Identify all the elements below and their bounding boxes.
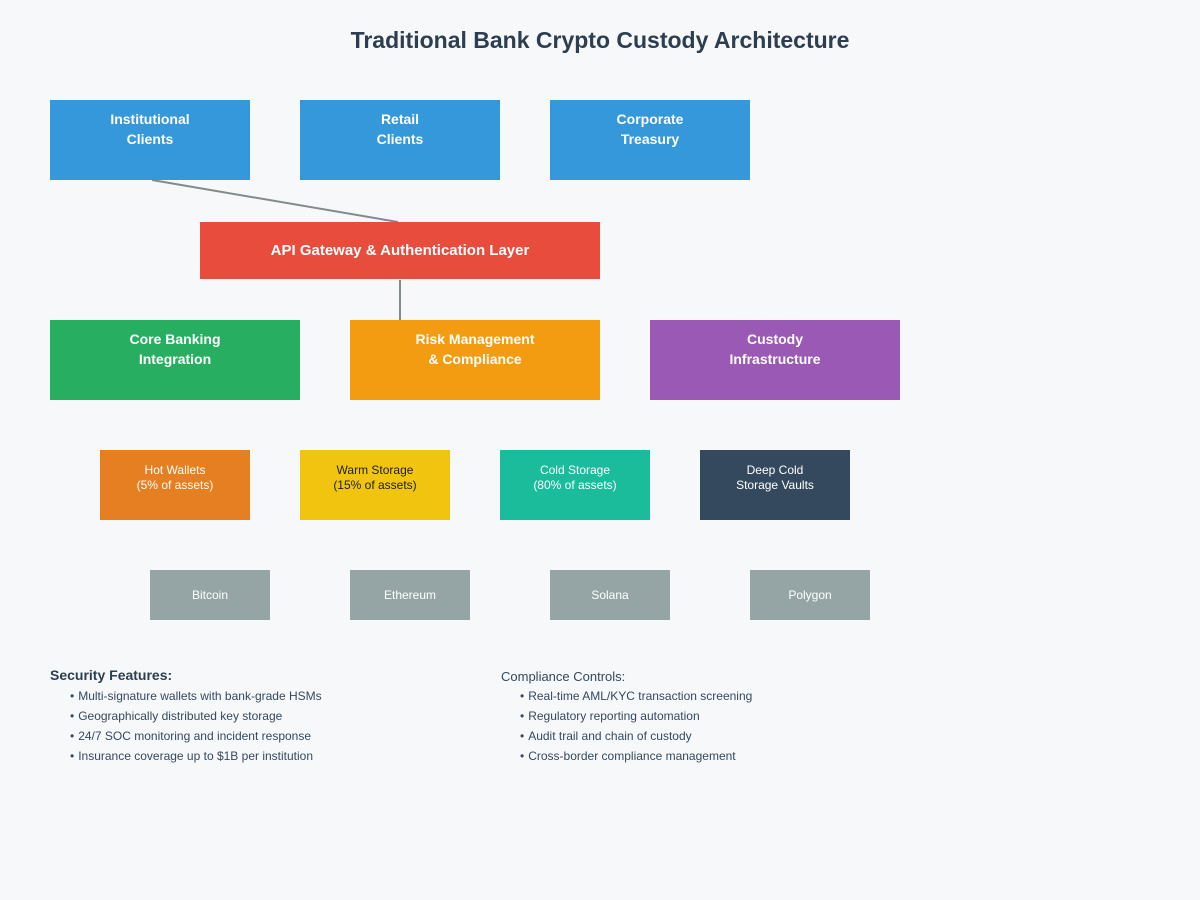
client-box-label-line2: Clients: [376, 131, 424, 147]
security-feature-item: •Geographically distributed key storage: [70, 706, 322, 726]
storage-box-warm-storage: Warm Storage (15% of assets): [300, 450, 450, 520]
compliance-control-item: •Audit trail and chain of custody: [520, 726, 752, 746]
security-feature-item: •24/7 SOC monitoring and incident respon…: [70, 726, 322, 746]
client-box-label-line2: Clients: [126, 131, 174, 147]
service-box-label-line1: Core Banking: [129, 331, 221, 347]
security-features-heading: Security Features:: [50, 667, 173, 683]
storage-box-label-line1: Hot Wallets: [144, 463, 206, 477]
service-box-label-line2: Integration: [138, 351, 212, 367]
service-box-custody-infrastructure: Custody Infrastructure: [650, 320, 900, 400]
client-box-label-line2: Treasury: [620, 131, 680, 147]
blockchain-label: Bitcoin: [191, 588, 229, 602]
storage-box-hot-wallets: Hot Wallets (5% of assets): [100, 450, 250, 520]
compliance-control-item: •Real-time AML/KYC transaction screening: [520, 686, 752, 706]
service-box-label-line2: & Compliance: [428, 351, 522, 367]
security-feature-item: •Multi-signature wallets with bank-grade…: [70, 686, 322, 706]
storage-box-label-line1: Cold Storage: [539, 463, 611, 477]
bullet-glyph: •: [70, 749, 75, 763]
client-box-label-line1: Institutional: [110, 111, 190, 127]
blockchain-label: Solana: [591, 588, 629, 602]
client-box-institutional: Institutional Clients: [50, 100, 250, 180]
connector-clients-to-gateway: [151, 179, 399, 223]
compliance-controls-heading: Compliance Controls:: [501, 669, 626, 684]
page-title: Traditional Bank Crypto Custody Architec…: [350, 27, 850, 53]
blockchain-box-bitcoin: Bitcoin: [150, 570, 270, 620]
storage-box-deep-cold-vaults: Deep Cold Storage Vaults: [700, 450, 850, 520]
service-box-risk-management: Risk Management & Compliance: [350, 320, 600, 400]
service-box-label-line1: Custody: [747, 331, 803, 347]
bullet-glyph: •: [520, 709, 525, 723]
compliance-controls-list: •Real-time AML/KYC transaction screening…: [520, 686, 752, 766]
service-box-core-banking: Core Banking Integration: [50, 320, 300, 400]
api-gateway-label: API Gateway & Authentication Layer: [270, 242, 530, 259]
blockchain-box-polygon: Polygon: [750, 570, 870, 620]
bullet-glyph: •: [520, 749, 525, 763]
bullet-glyph: •: [70, 729, 75, 743]
storage-box-label-line1: Deep Cold: [746, 463, 804, 477]
compliance-control-item: •Regulatory reporting automation: [520, 706, 752, 726]
storage-box-label-line2: Storage Vaults: [736, 478, 814, 492]
storage-box-label-line2: (80% of assets): [533, 478, 617, 492]
bullet-glyph: •: [70, 689, 75, 703]
bullet-glyph: •: [70, 709, 75, 723]
blockchain-label: Ethereum: [383, 588, 437, 602]
compliance-control-item: •Cross-border compliance management: [520, 746, 752, 766]
client-box-retail: Retail Clients: [300, 100, 500, 180]
storage-box-label-line1: Warm Storage: [336, 463, 414, 477]
blockchain-label: Polygon: [788, 588, 832, 602]
service-box-label-line1: Risk Management: [415, 331, 535, 347]
client-box-corporate-treasury: Corporate Treasury: [550, 100, 750, 180]
security-feature-item: •Insurance coverage up to $1B per instit…: [70, 746, 322, 766]
client-box-label-line1: Retail: [380, 111, 420, 127]
blockchain-box-ethereum: Ethereum: [350, 570, 470, 620]
client-box-label-line1: Corporate: [616, 111, 684, 127]
service-box-label-line2: Infrastructure: [729, 351, 821, 367]
blockchain-box-solana: Solana: [550, 570, 670, 620]
bullet-glyph: •: [520, 689, 525, 703]
storage-box-label-line2: (15% of assets): [333, 478, 417, 492]
api-gateway-box: API Gateway & Authentication Layer: [200, 222, 600, 279]
storage-box-cold-storage: Cold Storage (80% of assets): [500, 450, 650, 520]
security-features-list: •Multi-signature wallets with bank-grade…: [70, 686, 322, 766]
bullet-glyph: •: [520, 729, 525, 743]
storage-box-label-line2: (5% of assets): [136, 478, 214, 492]
